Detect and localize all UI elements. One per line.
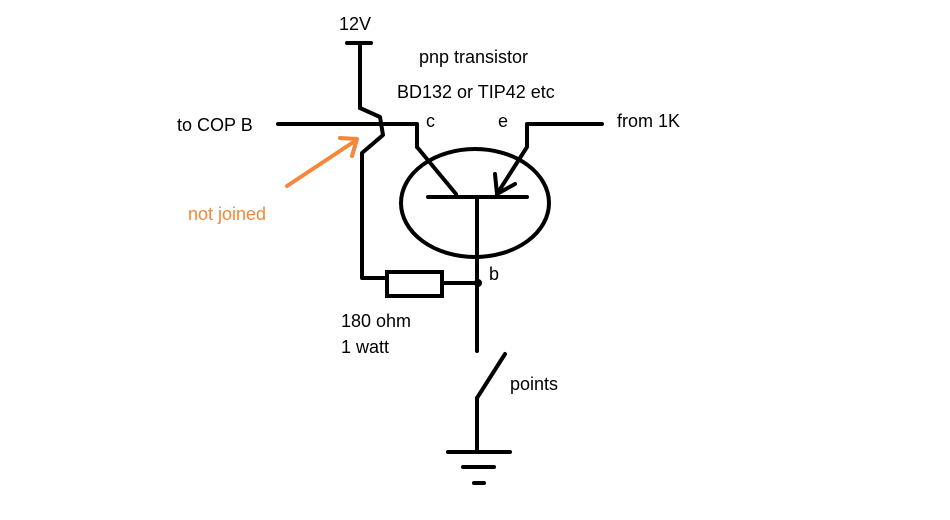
supply-label: 12V [339,14,371,34]
transistor-type-label: pnp transistor [419,47,528,67]
cop-b-label: to COP B [177,115,253,135]
collector-lead [415,145,458,196]
crossover-wire [358,106,389,280]
base-junction-dot [474,279,482,287]
cop-b-wire [276,122,419,149]
resistor-icon [385,270,444,298]
not-joined-arrow [285,139,357,188]
from-1k-label: from 1K [617,111,680,131]
transistor-parts-label: BD132 or TIP42 etc [397,82,555,102]
resistor-power-label: 1 watt [341,337,389,357]
collector-label: c [426,111,435,131]
emitter-label: e [498,111,508,131]
base-label: b [489,264,499,284]
emitter-lead [495,122,604,196]
emitter-arrow-icon [493,172,517,196]
not-joined-arrowhead-icon [338,136,359,158]
points-switch-icon [475,352,507,400]
not-joined-label: not joined [188,204,266,224]
points-label: points [510,374,558,394]
resistor-value-label: 180 ohm [341,311,411,331]
